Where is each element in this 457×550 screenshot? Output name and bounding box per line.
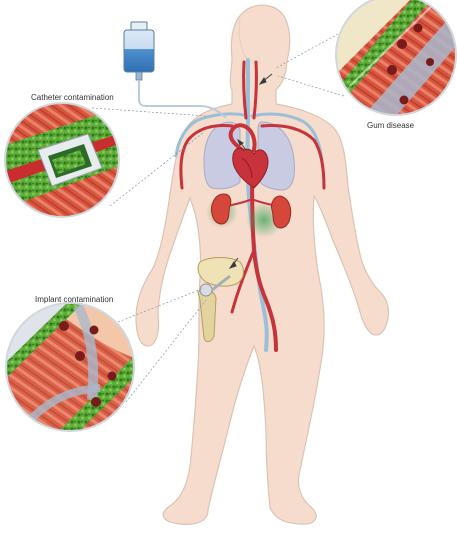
kidneys	[206, 193, 292, 238]
vessels-arteries	[179, 60, 326, 352]
label-gum-disease: Gum disease	[367, 121, 415, 130]
label-implant-contamination: Implant contamination	[35, 295, 114, 304]
bacteria-arrows	[228, 73, 273, 269]
kidney-icon	[211, 193, 232, 225]
human-body-silhouette	[135, 4, 390, 525]
gum-disease-zoom-circle	[335, 0, 457, 116]
implant-zoom-circle	[5, 302, 135, 432]
callout-lines	[91, 33, 345, 403]
catheter-zoom-circle	[4, 102, 120, 218]
kidney-icon	[271, 195, 292, 229]
label-catheter-contamination: Catheter contamination	[31, 93, 114, 102]
heart-icon	[232, 147, 269, 189]
iv-bag-icon	[123, 21, 227, 119]
